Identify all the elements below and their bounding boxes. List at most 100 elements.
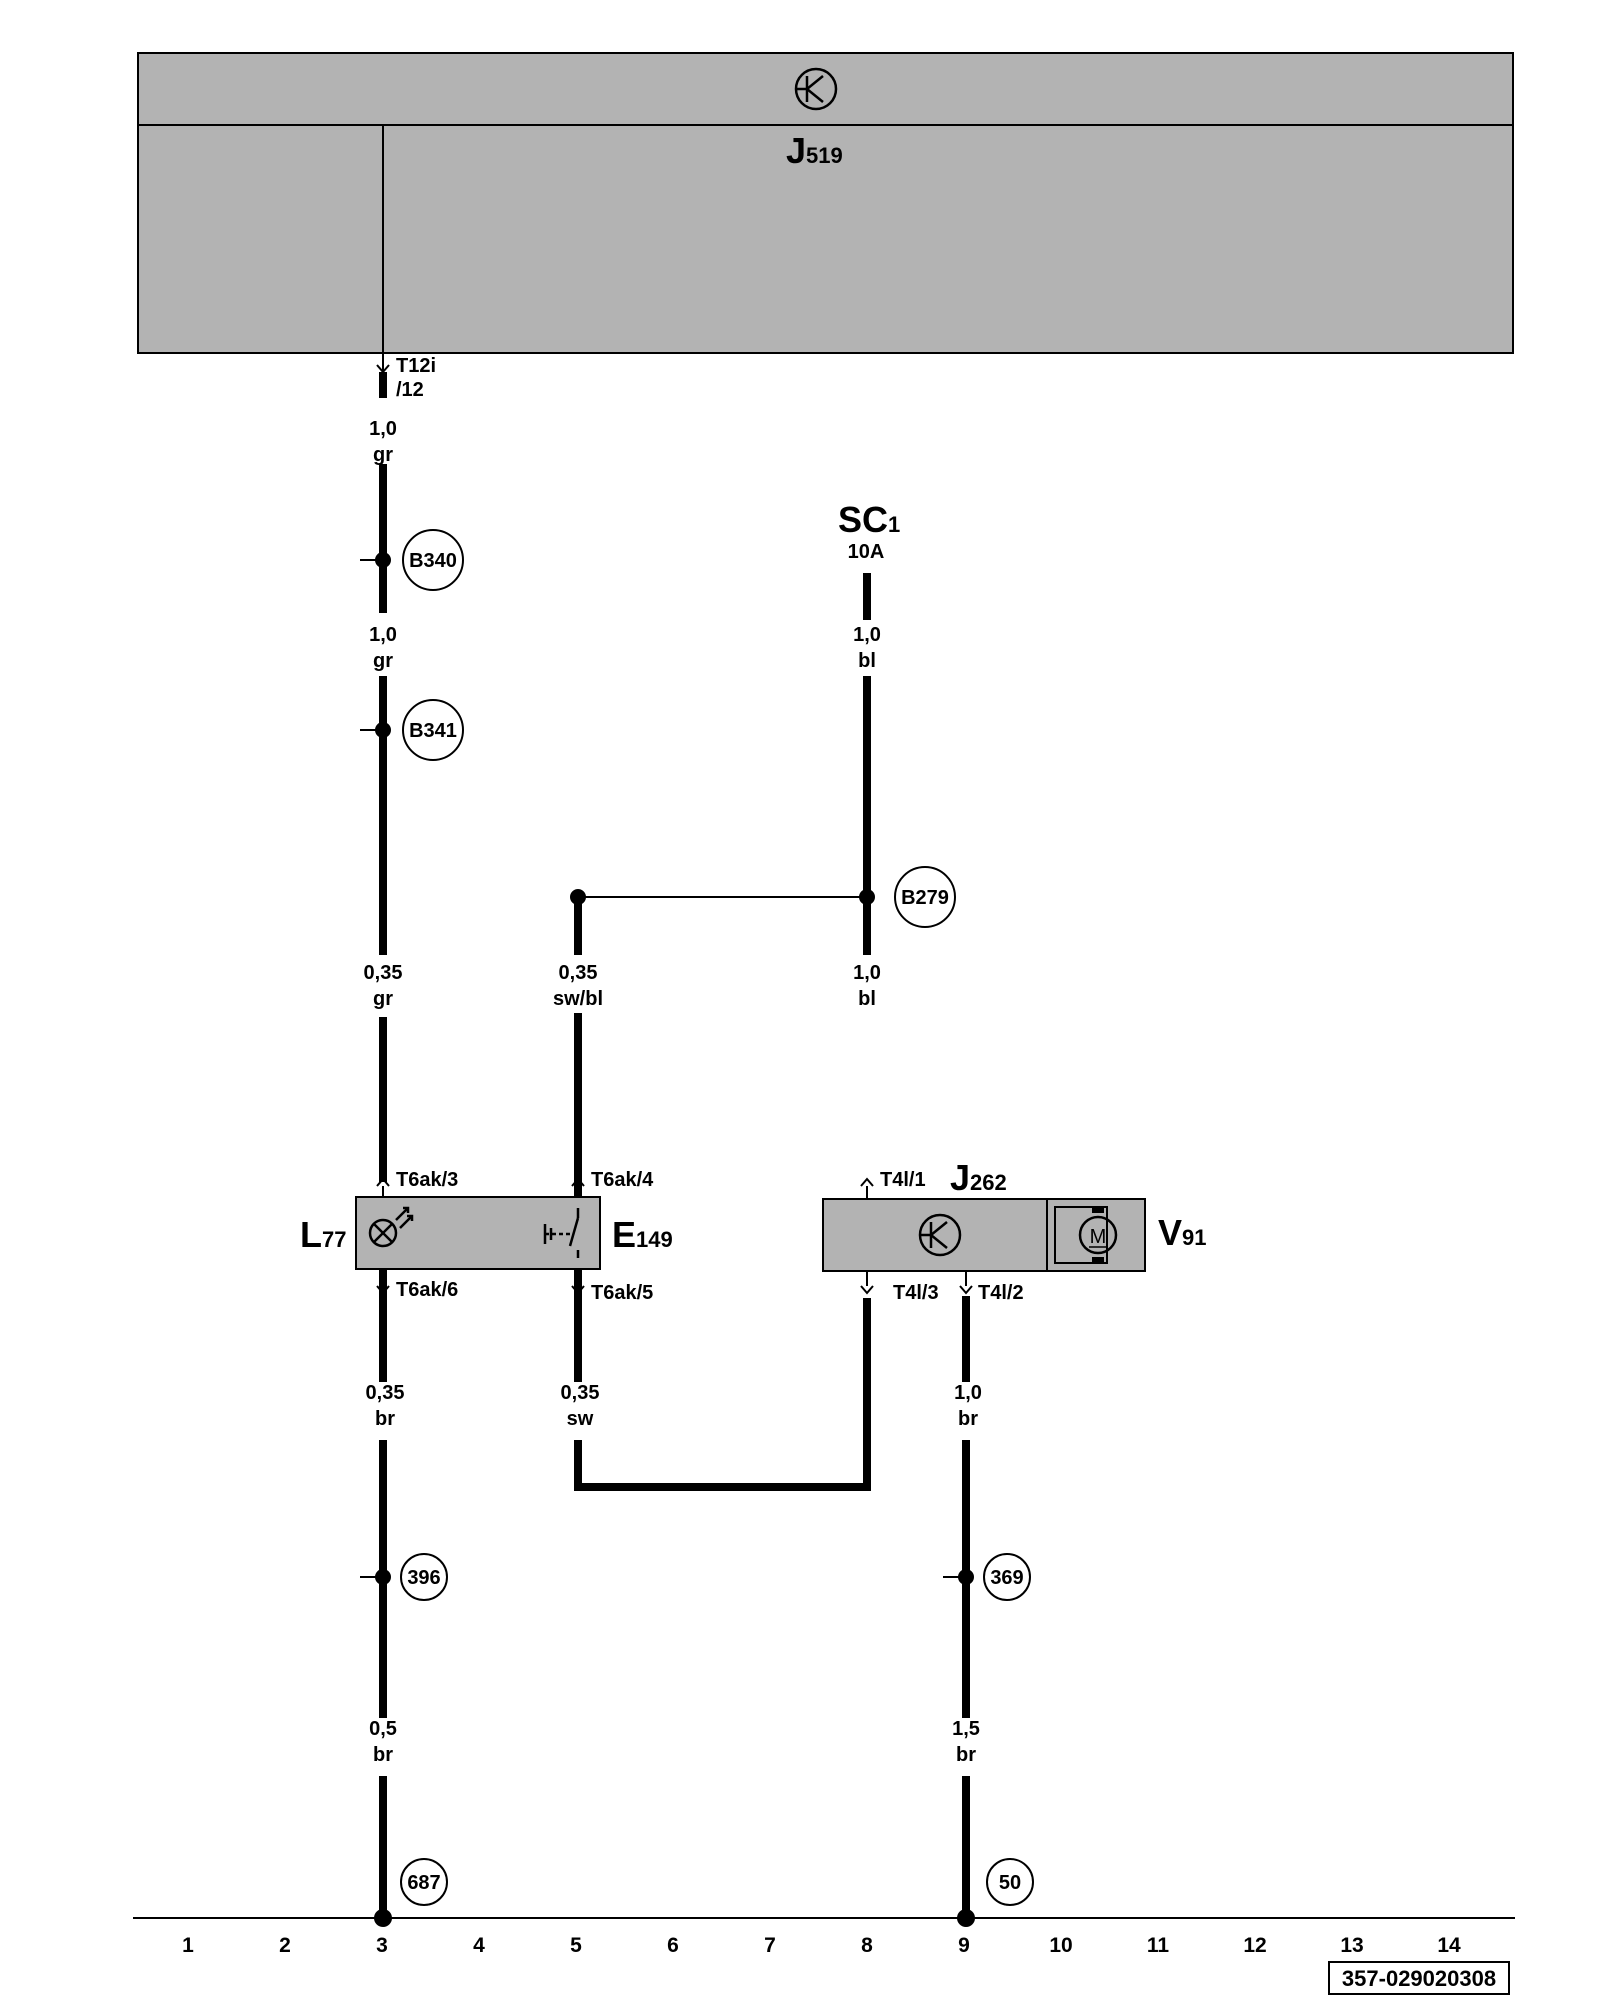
splice-dot: [859, 889, 875, 905]
wire-color: sw: [567, 1408, 594, 1430]
fuse-label: SC1: [838, 499, 900, 540]
svg-text:396: 396: [407, 1567, 440, 1589]
connector-label: T6ak/3: [396, 1169, 458, 1191]
wire-size: 0,35: [364, 962, 403, 984]
ground-dot: [374, 1909, 392, 1927]
wires: [133, 125, 1515, 1919]
badge-b279: B279: [894, 866, 956, 928]
wire-size: 1,0: [853, 624, 881, 646]
wire-color: br: [373, 1744, 393, 1766]
connector-label: T6ak/4: [591, 1169, 654, 1191]
wire-size: 0,35: [366, 1382, 405, 1404]
column-number: 7: [764, 1934, 776, 1957]
pin-arrow-down: [860, 1285, 874, 1295]
pin-arrow-up: [860, 1177, 874, 1187]
column-number: 3: [376, 1934, 388, 1957]
connector-label: T4l/1: [880, 1169, 926, 1191]
pin-arrow-down: [376, 1285, 390, 1295]
wire-size: 1,0: [954, 1382, 982, 1404]
splice-points: [360, 552, 975, 1927]
column-number: 5: [570, 1934, 582, 1957]
column-number: 6: [667, 1934, 679, 1957]
svg-text:50: 50: [999, 1872, 1021, 1894]
badge-50: 50: [986, 1858, 1034, 1906]
svg-text:B341: B341: [409, 720, 457, 742]
connector-pins: [376, 364, 973, 1295]
wire-color: bl: [858, 650, 876, 672]
connector-label: /12: [396, 379, 424, 401]
electronics-icon: [918, 1213, 962, 1257]
wire-color: br: [375, 1408, 395, 1430]
wire-size: 0,35: [561, 1382, 600, 1404]
column-number: 8: [861, 1934, 873, 1957]
column-number: 9: [958, 1934, 970, 1957]
column-number: 4: [473, 1934, 485, 1957]
connector-label: T4l/3: [893, 1282, 939, 1304]
electronics-icon: [794, 67, 838, 111]
motor-icon: M: [1054, 1206, 1118, 1264]
lamp-label: L77: [300, 1214, 346, 1255]
connector-labels: T12i /12 T6ak/3 T6ak/4 T4l/1 T6ak/6 T6ak…: [396, 355, 1024, 1304]
label-backgrounds: [370, 412, 979, 1776]
column-number: 13: [1340, 1934, 1363, 1957]
doc-ref-box: [1328, 1961, 1510, 1995]
doc-ref-text: 357-029020308: [1342, 1966, 1496, 1991]
wire-color: br: [956, 1744, 976, 1766]
svg-text:B279: B279: [901, 887, 949, 909]
wire-size: 0,5: [369, 1718, 397, 1740]
badge-369: 369: [983, 1553, 1031, 1601]
connector-label: T6ak/6: [396, 1279, 458, 1301]
pin-arrow-up: [376, 1177, 390, 1187]
control-unit-box: [137, 52, 1514, 354]
fuse-sc1: SC1 10A: [838, 499, 900, 563]
control-unit-label: J519: [786, 130, 843, 171]
pin-arrow-down: [376, 364, 390, 374]
wire-color: gr: [373, 444, 393, 466]
column-number: 12: [1243, 1934, 1266, 1957]
wire-size: 1,0: [369, 624, 397, 646]
pin-arrow-down: [571, 1285, 585, 1295]
component-box: [355, 1196, 601, 1270]
switch-icon: [543, 1208, 580, 1258]
control-unit-j519: J519: [137, 52, 1514, 354]
document-reference: 357-029020308: [1328, 1961, 1510, 1995]
column-number: 1: [182, 1934, 194, 1957]
component-box: [822, 1198, 1146, 1272]
component-j262-v91: M J262 V91: [822, 1157, 1207, 1272]
motor-glyph: M: [1090, 1226, 1107, 1248]
badges: B340 B341 B279 396 369 687 50: [400, 529, 1034, 1906]
wire-size: 0,35: [559, 962, 598, 984]
badge-b341: B341: [402, 699, 464, 761]
connector-label: T4l/2: [978, 1282, 1024, 1304]
switch-label: E149: [612, 1214, 673, 1255]
badge-396: 396: [400, 1553, 448, 1601]
wire-size: 1,0: [853, 962, 881, 984]
motor-label: V91: [1158, 1212, 1207, 1253]
connector-label: T12i: [396, 355, 436, 377]
wire-color: gr: [373, 650, 393, 672]
svg-text:369: 369: [990, 1567, 1023, 1589]
wire-color: sw/bl: [553, 988, 603, 1010]
lamp-icon: [368, 1206, 414, 1248]
wire-size: 1,5: [952, 1718, 980, 1740]
wire-size: 1,0: [369, 418, 397, 440]
control-unit-j262-label: J262: [950, 1157, 1007, 1198]
column-number: 14: [1437, 1934, 1461, 1957]
column-number: 11: [1147, 1934, 1170, 1957]
component-l77-e149: L77 E149: [300, 1196, 673, 1270]
svg-text:687: 687: [407, 1872, 440, 1894]
pin-arrow-up: [571, 1177, 585, 1187]
pin-arrow-down: [959, 1285, 973, 1295]
wire-color: gr: [373, 988, 393, 1010]
badge-687: 687: [400, 1858, 448, 1906]
splice-dot: [570, 889, 586, 905]
wire-color: br: [958, 1408, 978, 1430]
ground-dot: [957, 1909, 975, 1927]
fuse-rating: 10A: [848, 541, 885, 563]
connector-label: T6ak/5: [591, 1282, 653, 1304]
column-number: 10: [1049, 1934, 1072, 1957]
wire-color: bl: [858, 988, 876, 1010]
column-number: 2: [279, 1934, 291, 1957]
